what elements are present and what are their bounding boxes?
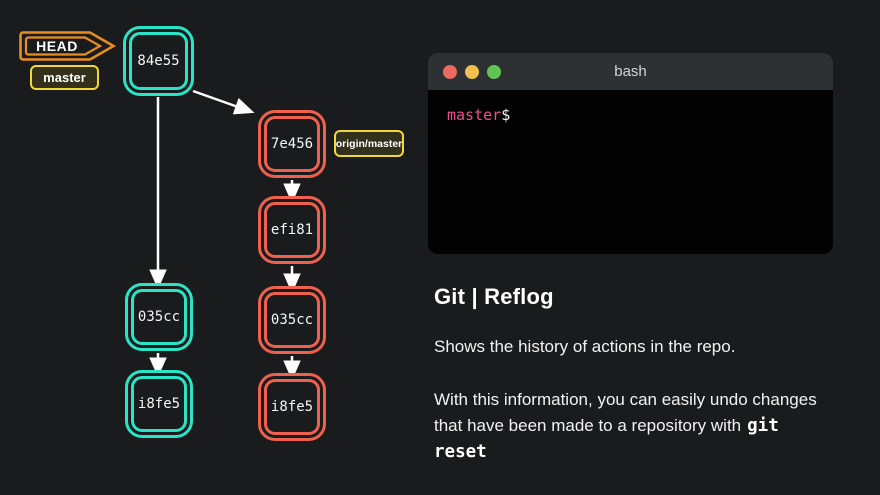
graph-arrows xyxy=(149,89,301,381)
zoom-window-icon[interactable] xyxy=(487,64,501,79)
commit-node-i8fe5-local: i8fe5 xyxy=(125,370,193,438)
terminal-body[interactable]: master$ xyxy=(428,90,833,254)
commit-label: i8fe5 xyxy=(137,396,181,412)
head-pointer-badge: HEAD xyxy=(19,31,117,61)
commit-node-inner: 035cc xyxy=(264,292,320,348)
git-reset-code: git reset xyxy=(434,416,779,462)
commit-label: 035cc xyxy=(270,312,314,328)
description-line-2: With this information, you can easily un… xyxy=(434,387,834,465)
commit-label: efi81 xyxy=(270,222,314,238)
terminal-titlebar[interactable]: bash xyxy=(428,53,833,90)
prompt-branch: master xyxy=(447,106,502,124)
page-title: Git | Reflog xyxy=(434,284,554,309)
head-arrow-icon xyxy=(19,31,117,61)
commit-node-035cc-local: 035cc xyxy=(125,283,193,351)
terminal-title: bash xyxy=(614,63,647,80)
master-branch-badge: master xyxy=(30,65,99,90)
description-text: With this information, you can easily un… xyxy=(434,390,817,435)
terminal-window: bash master$ xyxy=(428,53,833,254)
commit-label: 7e456 xyxy=(270,136,314,152)
commit-node-7e456: 7e456 xyxy=(258,110,326,178)
head-label: HEAD xyxy=(36,37,78,54)
arrow-84e55-to-7e456 xyxy=(192,89,255,115)
master-branch-label: master xyxy=(43,70,86,85)
origin-master-label: origin/master xyxy=(335,137,403,150)
commit-node-84e55: 84e55 xyxy=(123,26,194,96)
prompt-symbol: $ xyxy=(501,106,511,124)
close-window-icon[interactable] xyxy=(443,64,457,79)
commit-node-inner: efi81 xyxy=(264,202,320,258)
description-line-1: Shows the history of actions in the repo… xyxy=(434,337,736,356)
commit-node-inner: 035cc xyxy=(131,289,187,345)
commit-node-i8fe5-remote: i8fe5 xyxy=(258,373,326,441)
origin-master-branch-badge: origin/master xyxy=(334,130,404,157)
commit-node-efi81: efi81 xyxy=(258,196,326,264)
window-controls xyxy=(443,64,501,79)
git-commit-graph: HEAD master origin/master 84e55 035cc i8… xyxy=(0,0,430,495)
commit-node-inner: i8fe5 xyxy=(131,376,187,432)
commit-label: i8fe5 xyxy=(270,399,314,415)
commit-label: 035cc xyxy=(137,309,181,325)
commit-node-inner: 7e456 xyxy=(264,116,320,172)
commit-node-inner: 84e55 xyxy=(129,32,188,90)
commit-label: 84e55 xyxy=(137,53,180,69)
minimize-window-icon[interactable] xyxy=(465,64,479,79)
slide-text-content: Git | Reflog Shows the history of action… xyxy=(434,284,846,465)
commit-node-inner: i8fe5 xyxy=(264,379,320,435)
commit-node-035cc-remote: 035cc xyxy=(258,286,326,354)
